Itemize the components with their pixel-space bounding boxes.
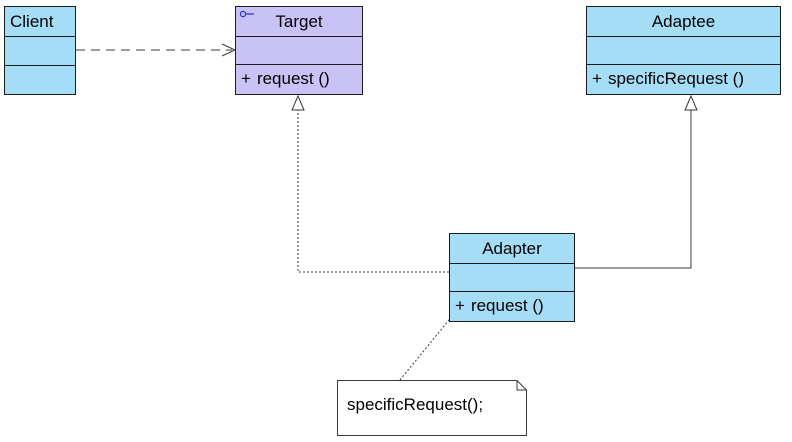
operation-specific-request: + specificRequest () xyxy=(587,64,780,92)
interface-target[interactable]: Target + request () xyxy=(235,6,363,95)
visibility-marker: + xyxy=(455,296,465,315)
class-name-row: Target xyxy=(236,7,362,36)
note[interactable]: specificRequest(); xyxy=(337,380,527,436)
hollow-triangle-head xyxy=(684,94,698,111)
attributes-compartment xyxy=(587,36,780,64)
class-adapter[interactable]: Adapter + request () xyxy=(449,233,575,322)
operation-label: specificRequest () xyxy=(607,69,744,88)
class-client[interactable]: Client xyxy=(4,6,76,95)
class-name: Adapter xyxy=(482,239,542,258)
note-text: specificRequest(); xyxy=(347,395,484,414)
attributes-compartment xyxy=(5,36,75,65)
operation-label: request () xyxy=(256,69,330,88)
dependency-client-target xyxy=(76,43,237,57)
class-adaptee[interactable]: Adaptee + specificRequest () xyxy=(586,6,781,95)
operation-request: + request () xyxy=(236,64,362,92)
realization-adapter-target xyxy=(291,94,449,273)
class-name: Target xyxy=(275,12,323,31)
interface-icon xyxy=(239,10,254,18)
generalization-line xyxy=(575,110,692,269)
note-shape xyxy=(337,380,527,436)
operations-compartment xyxy=(5,65,75,94)
generalization-adapter-adaptee xyxy=(575,94,698,269)
hollow-triangle-head xyxy=(291,94,305,111)
realization-line xyxy=(297,110,449,273)
class-name: Client xyxy=(10,12,54,31)
visibility-marker: + xyxy=(241,69,251,88)
class-name: Adaptee xyxy=(651,12,716,31)
operation-request: + request () xyxy=(450,291,574,319)
operation-label: request () xyxy=(470,296,544,315)
attributes-compartment xyxy=(236,36,362,64)
attributes-compartment xyxy=(450,263,574,291)
visibility-marker: + xyxy=(592,69,602,88)
